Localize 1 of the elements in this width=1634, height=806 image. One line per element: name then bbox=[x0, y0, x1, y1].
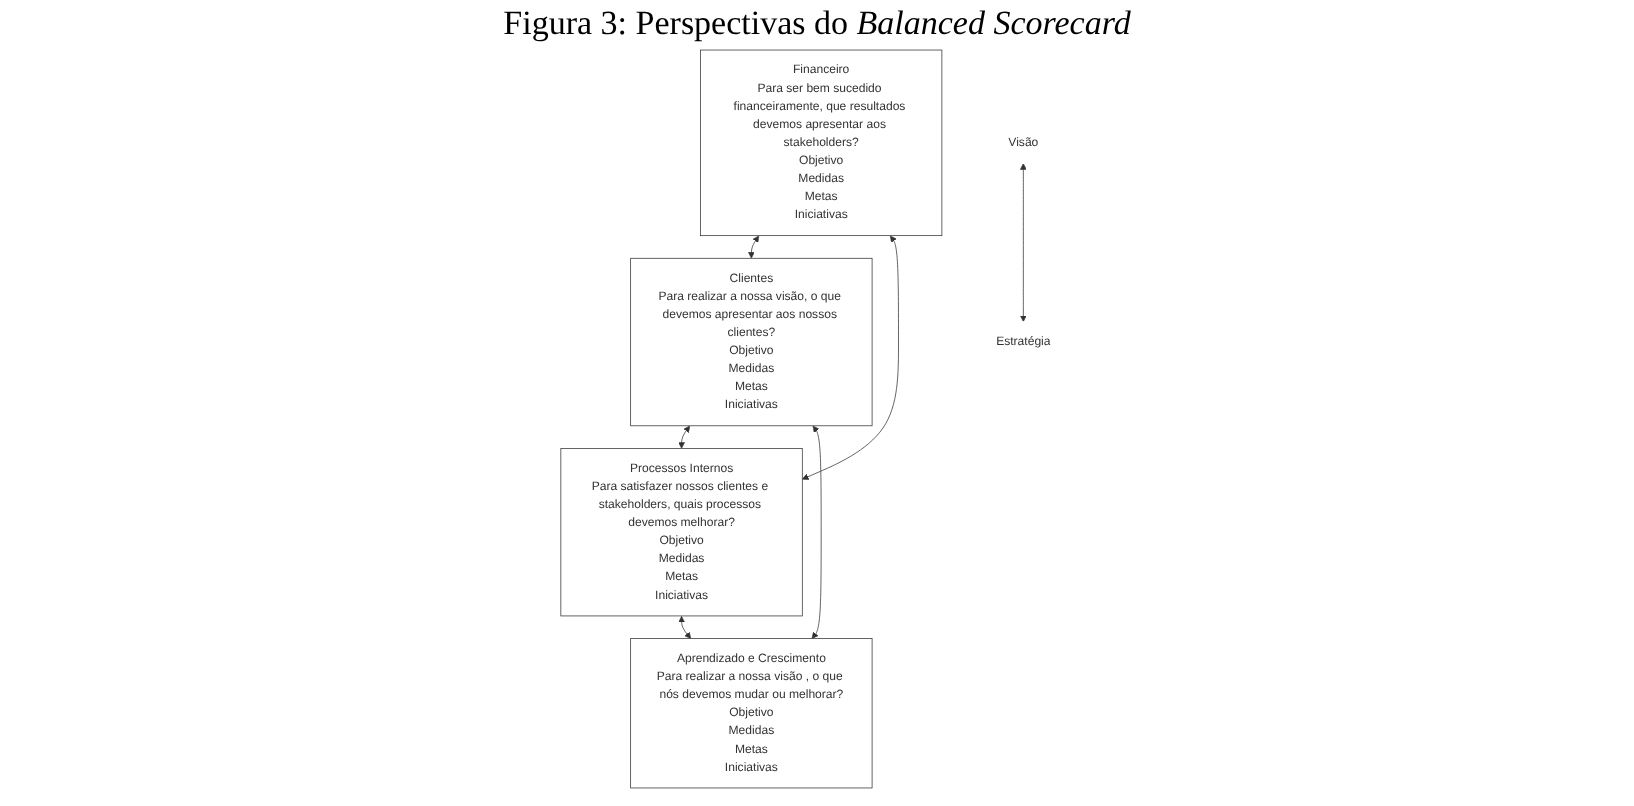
figure-title: Figura 3: Perspectivas do Balanced Scorecard bbox=[501, 4, 1133, 44]
